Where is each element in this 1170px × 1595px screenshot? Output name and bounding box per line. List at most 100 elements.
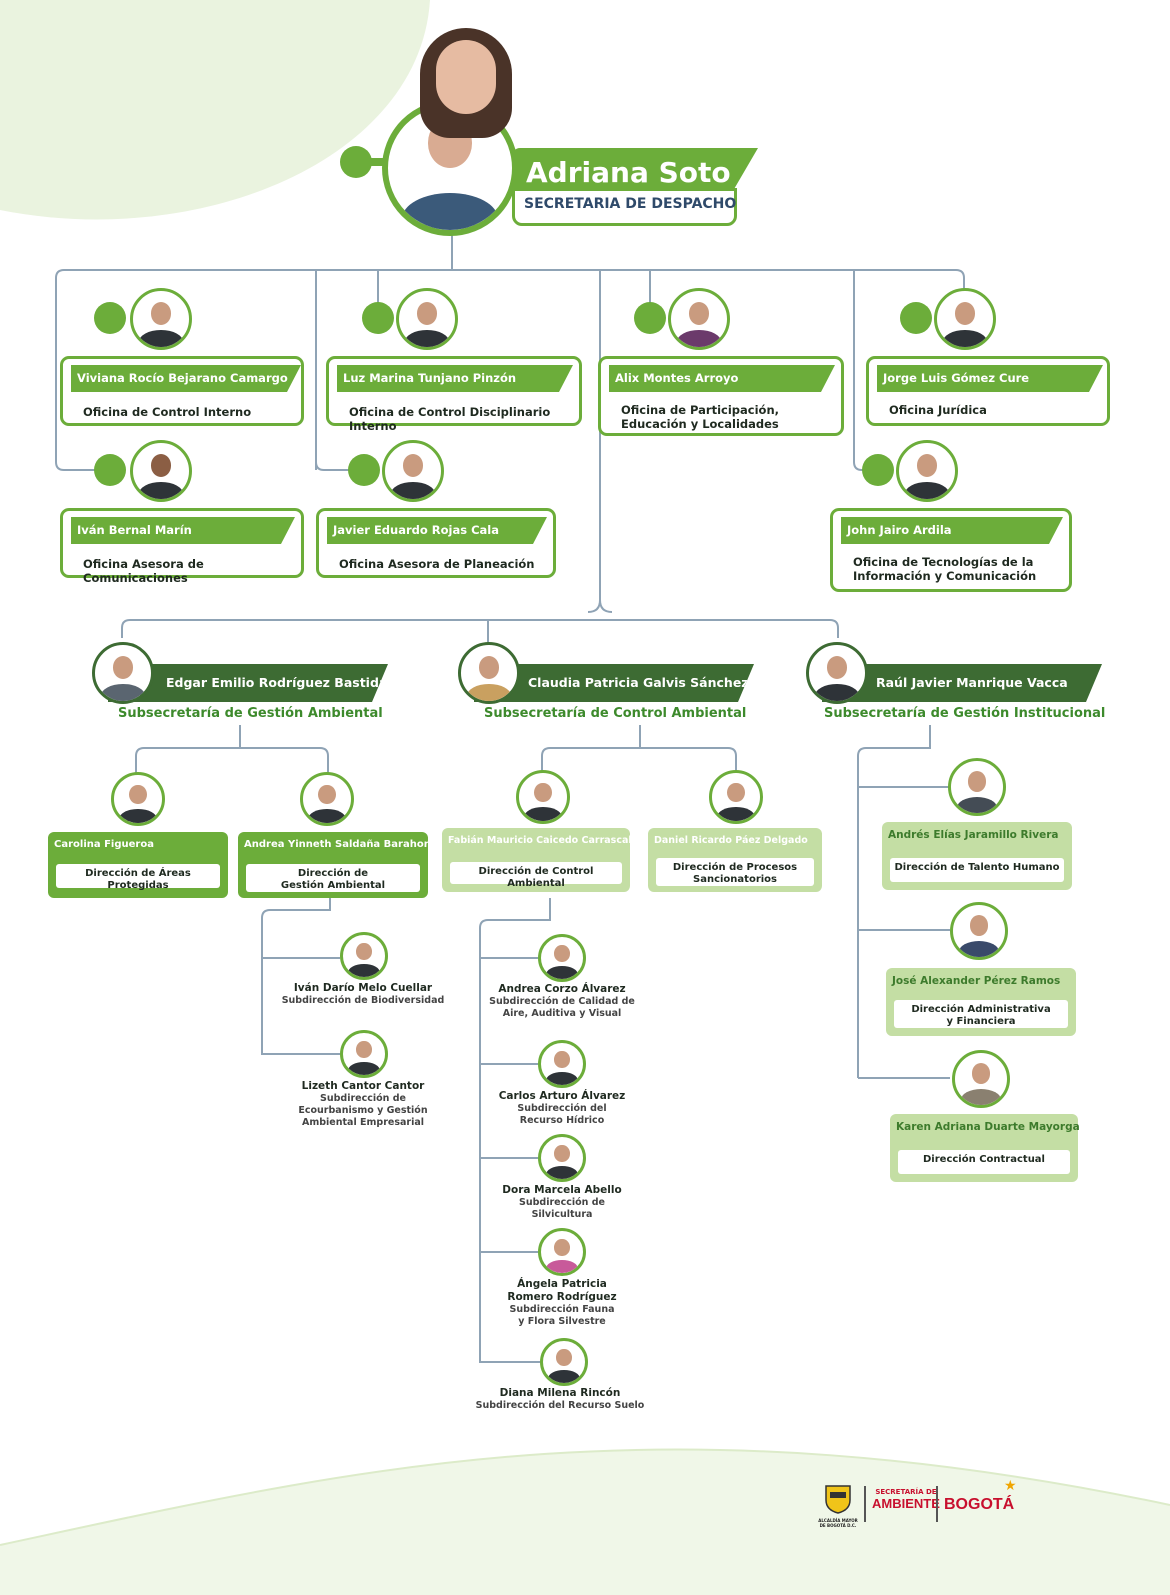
office-card-2: Luz Marina Tunjano Pinzón Oficina de Con…	[326, 356, 582, 433]
direccion-unit-3: Dirección de Control Ambiental	[450, 862, 622, 889]
head-role: SECRETARIA DE DESPACHO	[524, 196, 737, 212]
subsecretaria-name-2: Claudia Patricia Galvis Sánchez	[528, 675, 749, 690]
head-role-box	[512, 188, 737, 226]
subsecretaria-name-3: Raúl Javier Manrique Vacca	[876, 675, 1068, 690]
direccion-box-3: Fabián Mauricio Caicedo Carrascal Direcc…	[442, 828, 632, 892]
office-name-2: Luz Marina Tunjano Pinzón	[337, 365, 573, 392]
office-name-7: John Jairo Ardila	[841, 517, 1063, 544]
head-knob-link	[370, 158, 392, 166]
office-unit-2: Oficina de Control Disciplinario Interno	[349, 405, 551, 433]
office-photo-1-face	[150, 302, 172, 325]
subdireccion-photo-4-body	[545, 1072, 579, 1085]
direccion-unit-6: Dirección Administrativa y Financiera	[894, 1000, 1068, 1028]
subdireccion-unit-5: Subdirección de Silvicultura	[519, 1197, 605, 1220]
direccion-photo-1	[111, 772, 165, 826]
office-photo-6	[382, 440, 444, 502]
direccion-unit-2: Dirección de Gestión Ambiental	[246, 864, 420, 892]
subdireccion-photo-3-face	[554, 945, 570, 963]
head-name: Adriana Soto	[526, 156, 731, 189]
direccion-photo-5-face	[967, 771, 987, 793]
subdireccion-5: Dora Marcela Abello Subdirección de Silv…	[486, 1184, 638, 1221]
direccion-name-3: Fabián Mauricio Caicedo Carrascal	[448, 835, 632, 846]
office-photo-3-face	[688, 302, 710, 325]
office-photo-2-face	[416, 302, 438, 325]
subdireccion-photo-6-body	[545, 1260, 579, 1273]
office-photo-4-body	[943, 330, 987, 347]
head-face	[436, 40, 496, 114]
office-name-5: Iván Bernal Marín	[71, 517, 295, 544]
direccion-photo-5	[948, 758, 1006, 816]
head-connector-knob	[340, 146, 372, 178]
direccion-box-6: José Alexander Pérez Ramos Dirección Adm…	[886, 968, 1076, 1036]
direccion-photo-7-face	[971, 1063, 991, 1085]
office-card-1: Viviana Rocío Bejarano Camargo Oficina d…	[60, 356, 304, 426]
office-knob-5	[94, 454, 126, 486]
subdireccion-photo-5-body	[545, 1166, 579, 1179]
subsecretaria-photo-2-face	[478, 656, 500, 679]
secretaria-small-text: SECRETARÍA DE	[875, 1488, 937, 1496]
direccion-unit-1: Dirección de Áreas Protegidas	[56, 864, 220, 891]
office-photo-5-body	[139, 482, 183, 499]
direccion-photo-2-face	[318, 784, 336, 804]
direccion-name-6: José Alexander Pérez Ramos	[892, 975, 1061, 987]
subsecretaria-bar-3: Raúl Javier Manrique Vacca	[822, 664, 1102, 702]
office-card-4: Jorge Luis Gómez Cure Oficina Jurídica	[866, 356, 1110, 426]
subdireccion-photo-2-face	[356, 1041, 372, 1059]
subdireccion-name-5: Dora Marcela Abello	[502, 1184, 622, 1196]
office-photo-4	[934, 288, 996, 350]
subsecretaria-photo-1	[92, 642, 154, 704]
office-photo-7-face	[916, 454, 938, 477]
office-name-3: Alix Montes Arroyo	[609, 365, 835, 392]
office-unit-5: Oficina Asesora de Comunicaciones	[83, 557, 204, 585]
direccion-photo-1-face	[129, 784, 147, 804]
footer-divider-1	[864, 1486, 866, 1522]
direccion-name-7: Karen Adriana Duarte Mayorga	[896, 1121, 1080, 1133]
subdireccion-name-4: Carlos Arturo Álvarez	[498, 1090, 626, 1102]
office-knob-6	[348, 454, 380, 486]
direccion-box-4: Daniel Ricardo Páez Delgado Dirección de…	[648, 828, 822, 892]
subdireccion-photo-1	[340, 932, 388, 980]
direccion-unit-7: Dirección Contractual	[898, 1150, 1070, 1174]
subdireccion-photo-6-face	[554, 1239, 570, 1257]
subdireccion-photo-5	[538, 1134, 586, 1182]
subdireccion-photo-3-body	[545, 966, 579, 979]
office-unit-1: Oficina de Control Interno	[83, 405, 252, 419]
subsecretaria-bar-2: Claudia Patricia Galvis Sánchez	[474, 664, 754, 702]
office-photo-1	[130, 288, 192, 350]
subsecretaria-title-1: Subsecretaría de Gestión Ambiental	[118, 706, 383, 721]
office-unit-4: Oficina Jurídica	[889, 403, 987, 417]
office-photo-6-body	[391, 482, 435, 499]
top-left-wave	[0, 0, 430, 220]
direccion-photo-6-face	[969, 915, 989, 937]
subsecretaria-photo-2-body	[467, 684, 511, 701]
subsecretaria-title-2: Subsecretaría de Control Ambiental	[484, 706, 747, 721]
direccion-photo-7	[952, 1050, 1010, 1108]
subdireccion-photo-1-body	[347, 964, 381, 977]
direccion-photo-1-body	[119, 808, 157, 823]
subdireccion-photo-1-face	[356, 943, 372, 961]
subdireccion-name-2: Lizeth Cantor Cantor	[301, 1080, 425, 1092]
direccion-photo-2	[300, 772, 354, 826]
subdireccion-3: Andrea Corzo Álvarez Subdirección de Cal…	[478, 983, 646, 1020]
direccion-photo-4	[709, 770, 763, 824]
footer-divider-2	[936, 1486, 938, 1522]
bogota-star-icon: ★	[1004, 1478, 1017, 1494]
office-card-7: John Jairo Ardila Oficina de Tecnologías…	[830, 508, 1072, 592]
subdireccion-6: Ángela Patricia Romero Rodríguez Subdire…	[486, 1278, 638, 1328]
direccion-box-1: Carolina Figueroa Dirección de Áreas Pro…	[48, 832, 228, 898]
subdireccion-name-7: Diana Milena Rincón	[499, 1387, 621, 1399]
secretaria-logo: SECRETARÍA DE AMBIENTE	[872, 1488, 940, 1511]
subdireccion-4: Carlos Arturo Álvarez Subdirección del R…	[486, 1090, 638, 1127]
subdireccion-7: Diana Milena Rincón Subdirección del Rec…	[472, 1387, 648, 1412]
subsecretaria-title-3: Subsecretaría de Gestión Institucional	[824, 706, 1106, 721]
direccion-photo-3-body	[524, 806, 562, 821]
subdireccion-unit-4: Subdirección del Recurso Hídrico	[517, 1103, 607, 1126]
alcaldia-text: ALCALDÍA MAYOR DE BOGOTÁ D.C.	[818, 1518, 858, 1528]
subdireccion-photo-4-face	[554, 1051, 570, 1069]
office-photo-3	[668, 288, 730, 350]
office-name-1: Viviana Rocío Bejarano Camargo	[71, 365, 301, 392]
subdireccion-unit-2: Subdirección de Ecourbanismo y Gestión A…	[298, 1093, 428, 1128]
subdireccion-unit-7: Subdirección del Recurso Suelo	[475, 1400, 645, 1411]
office-knob-7	[862, 454, 894, 486]
direccion-box-2: Andrea Yinneth Saldaña Barahona Direcció…	[238, 832, 438, 898]
